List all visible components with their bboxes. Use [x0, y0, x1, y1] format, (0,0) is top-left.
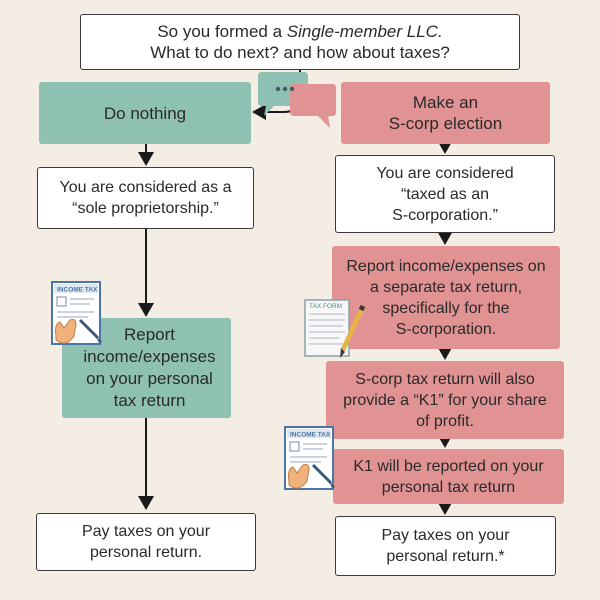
tax-form-icon: TAX FORM: [304, 299, 366, 358]
pay-taxes-right-box: Pay taxes on your personal return.*: [335, 516, 556, 576]
title-line-1: So you formed a Single-member LLC.: [157, 22, 443, 41]
taxed-as-s-corp-box: You are considered “taxed as an S-corpor…: [335, 155, 555, 233]
svg-text:INCOME TAX: INCOME TAX: [57, 287, 98, 294]
do-nothing-box: Do nothing: [39, 82, 251, 144]
income-tax-form-icon-2: INCOME TAX: [284, 426, 335, 490]
pay-taxes-left-box: Pay taxes on your personal return.: [36, 513, 256, 571]
k1-report-box: K1 will be reported on your personal tax…: [333, 449, 564, 504]
separate-return-box: Report income/expenses on a separate tax…: [332, 246, 560, 349]
k1-provide-box: S-corp tax return will also provide a “K…: [326, 361, 564, 439]
svg-text:TAX FORM: TAX FORM: [309, 303, 342, 310]
s-corp-election-box: Make an S-corp election: [341, 82, 550, 144]
sole-proprietorship-box: You are considered as a “sole proprietor…: [37, 167, 254, 229]
title-line-2: What to do next? and how about taxes?: [150, 43, 450, 62]
speech-bubbles-icon: [258, 72, 336, 128]
svg-text:INCOME TAX: INCOME TAX: [290, 432, 331, 439]
title-box: So you formed a Single-member LLC. What …: [80, 14, 520, 70]
income-tax-form-icon: INCOME TAX: [51, 281, 102, 345]
